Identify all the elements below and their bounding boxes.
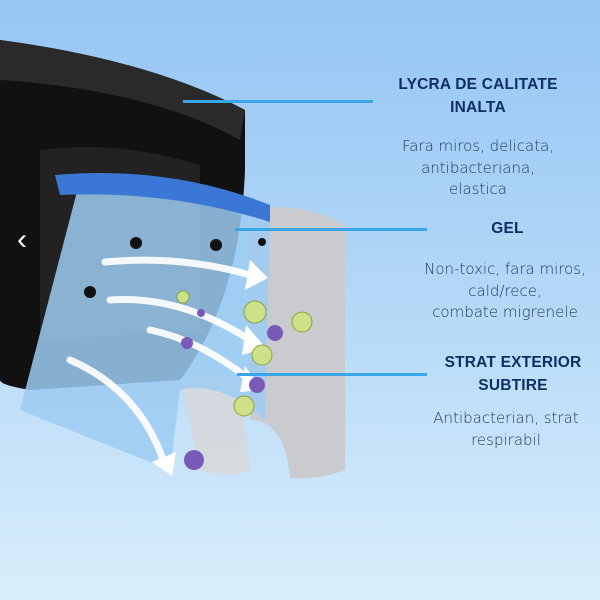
- desc-line: antibacteriana,: [421, 158, 535, 177]
- feature-desc-outer-layer: Antibacterian, strat respirabil: [415, 408, 597, 451]
- lycra-pointer-line: [183, 100, 373, 103]
- outer-layer-pointer-line: [237, 373, 427, 376]
- feature-title-lycra: LYCRA DE CALITATE INALTA: [360, 73, 596, 119]
- desc-line: combate migrenele: [432, 303, 578, 321]
- carousel-prev-button[interactable]: ‹: [12, 222, 32, 258]
- gel-pointer-line: [235, 228, 427, 231]
- desc-line: cald/rece,: [468, 281, 542, 300]
- title-line: GEL: [491, 220, 524, 237]
- feature-desc-lycra: Fara miros, delicata, antibacteriana, el…: [360, 136, 596, 201]
- chevron-left-icon: ‹: [17, 223, 27, 256]
- desc-line: elastica: [449, 180, 507, 198]
- feature-title-outer-layer: STRAT EXTERIOR SUBTIRE: [430, 351, 596, 397]
- desc-line: Fara miros, delicata,: [401, 137, 555, 155]
- desc-line: Antibacterian, strat: [433, 409, 579, 427]
- title-line: SUBTIRE: [478, 377, 548, 394]
- feature-desc-gel: Non-toxic, fara miros, cald/rece, combat…: [410, 259, 600, 324]
- title-line: STRAT EXTERIOR: [444, 354, 582, 371]
- title-line: INALTA: [450, 99, 506, 116]
- desc-line: respirabil: [471, 430, 541, 449]
- feature-title-gel: GEL: [430, 217, 585, 240]
- desc-line: Non-toxic, fara miros,: [424, 260, 586, 278]
- title-line: LYCRA DE CALITATE: [398, 76, 558, 93]
